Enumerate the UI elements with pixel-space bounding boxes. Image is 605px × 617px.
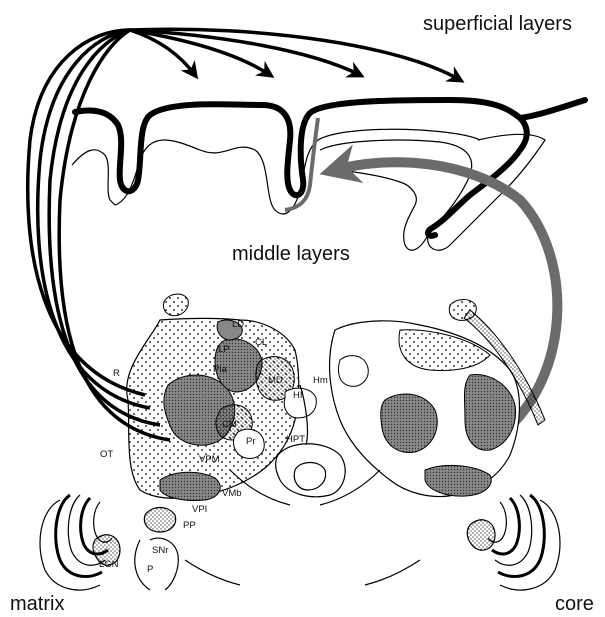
matrix-fiber-2 — [38, 30, 150, 408]
PP-region — [144, 508, 175, 533]
label-Pr: Pr — [246, 436, 256, 447]
label-HPT: HPT — [286, 434, 305, 445]
bottom-curve-left — [185, 560, 240, 585]
left-dark-vmb — [160, 472, 220, 500]
label-OT: OT — [100, 449, 113, 460]
hypothalamus-outline — [276, 444, 346, 497]
label-CM: CM — [222, 419, 237, 430]
label-VMb: VMb — [222, 488, 242, 499]
label-VPI: VPI — [192, 504, 207, 515]
left-hippocampus — [40, 495, 120, 590]
matrix-arrow-4 — [130, 29, 460, 80]
label-Pla: Pla — [213, 364, 227, 375]
left-top-blob — [163, 294, 188, 316]
cortex-outer-outline — [72, 129, 480, 214]
label-middle-layers: middle layers — [232, 243, 350, 265]
right-LGN — [467, 520, 495, 550]
label-superficial-layers: superficial layers — [423, 13, 572, 35]
cortex-right-thick — [520, 100, 585, 118]
ventral-arc-right — [320, 470, 380, 505]
lower-structures — [135, 508, 420, 591]
label-LGN: LGN — [99, 559, 119, 570]
label-matrix: matrix — [10, 593, 64, 615]
left-thalamus — [127, 294, 317, 501]
label-LP: LP — [218, 344, 230, 355]
right-medial-blob — [338, 356, 368, 387]
label-core: core — [555, 593, 594, 615]
cortex-inner-outline — [320, 140, 472, 250]
label-CL: CL — [255, 337, 267, 348]
label-PP: PP — [183, 520, 196, 531]
label-HI: HI — [293, 390, 303, 401]
right-dark-ventral — [381, 394, 438, 453]
label-VPM: VPM — [199, 454, 220, 465]
label-P: P — [147, 564, 153, 575]
right-thalamus — [330, 299, 545, 496]
label-Hm: Hm — [313, 375, 328, 386]
label-LD: LD — [232, 319, 244, 330]
label-MD: MD — [268, 375, 283, 386]
cortex-right-outline — [428, 134, 545, 250]
bottom-curve-right — [365, 560, 420, 585]
right-hippocampus — [467, 495, 560, 590]
label-R: R — [113, 368, 120, 379]
mammillary-ring — [294, 463, 325, 491]
right-top-blob — [449, 299, 476, 320]
label-SNr: SNr — [152, 545, 168, 556]
right-dots-upper — [399, 330, 490, 371]
